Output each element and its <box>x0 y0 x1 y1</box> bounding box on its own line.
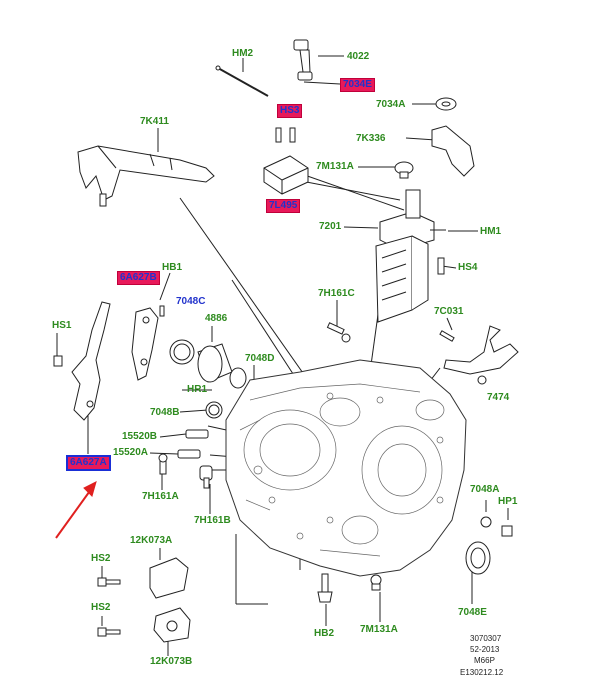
label-7034a: 7034A <box>376 99 406 110</box>
label-6a627b: 6A627B <box>117 271 160 285</box>
label-hb2: HB2 <box>314 628 335 639</box>
label-hm2: HM2 <box>232 48 254 59</box>
label-hp1: HP1 <box>498 496 518 507</box>
label-7l495: 7L495 <box>266 199 301 213</box>
label-7m131a-top: 7M131A <box>316 161 354 172</box>
label-hs3: HS3 <box>277 104 303 118</box>
label-7048d: 7048D <box>245 353 275 364</box>
label-hs4: HS4 <box>458 262 478 273</box>
ref-number: 3070307 <box>470 634 502 643</box>
label-hs2-top: HS2 <box>91 553 111 564</box>
label-7048a: 7048A <box>470 484 500 495</box>
label-hr1: HR1 <box>187 384 208 395</box>
label-7048e: 7048E <box>458 607 487 618</box>
label-12k073b: 12K073B <box>150 656 193 667</box>
ref-figure-id: E130212.12 <box>460 668 504 677</box>
label-7c031: 7C031 <box>434 306 464 317</box>
label-7h161a: 7H161A <box>142 491 179 502</box>
label-7048c: 7048C <box>176 296 206 307</box>
label-hb1: HB1 <box>162 262 183 273</box>
ref-date: 52-2013 <box>470 645 500 654</box>
label-15520a: 15520A <box>113 447 149 458</box>
label-15520b: 15520B <box>122 431 158 442</box>
label-7m131a-bottom: 7M131A <box>360 624 398 635</box>
label-4886: 4886 <box>205 313 228 324</box>
ref-model: M66P <box>474 656 495 665</box>
label-7k411: 7K411 <box>140 116 169 127</box>
label-7048b: 7048B <box>150 407 180 418</box>
label-12k073a: 12K073A <box>130 535 173 546</box>
label-7201: 7201 <box>319 221 342 232</box>
label-7h161c: 7H161C <box>318 288 355 299</box>
label-4022: 4022 <box>347 51 370 62</box>
label-hm1: HM1 <box>480 226 502 237</box>
label-hs2-bottom: HS2 <box>91 602 111 613</box>
label-hs1: HS1 <box>52 320 72 331</box>
label-7h161b: 7H161B <box>194 515 231 526</box>
label-7k336: 7K336 <box>356 133 386 144</box>
label-7474: 7474 <box>487 392 510 403</box>
label-7034e: 7034E <box>340 78 375 92</box>
label-6a627a: 6A627A <box>66 455 111 471</box>
